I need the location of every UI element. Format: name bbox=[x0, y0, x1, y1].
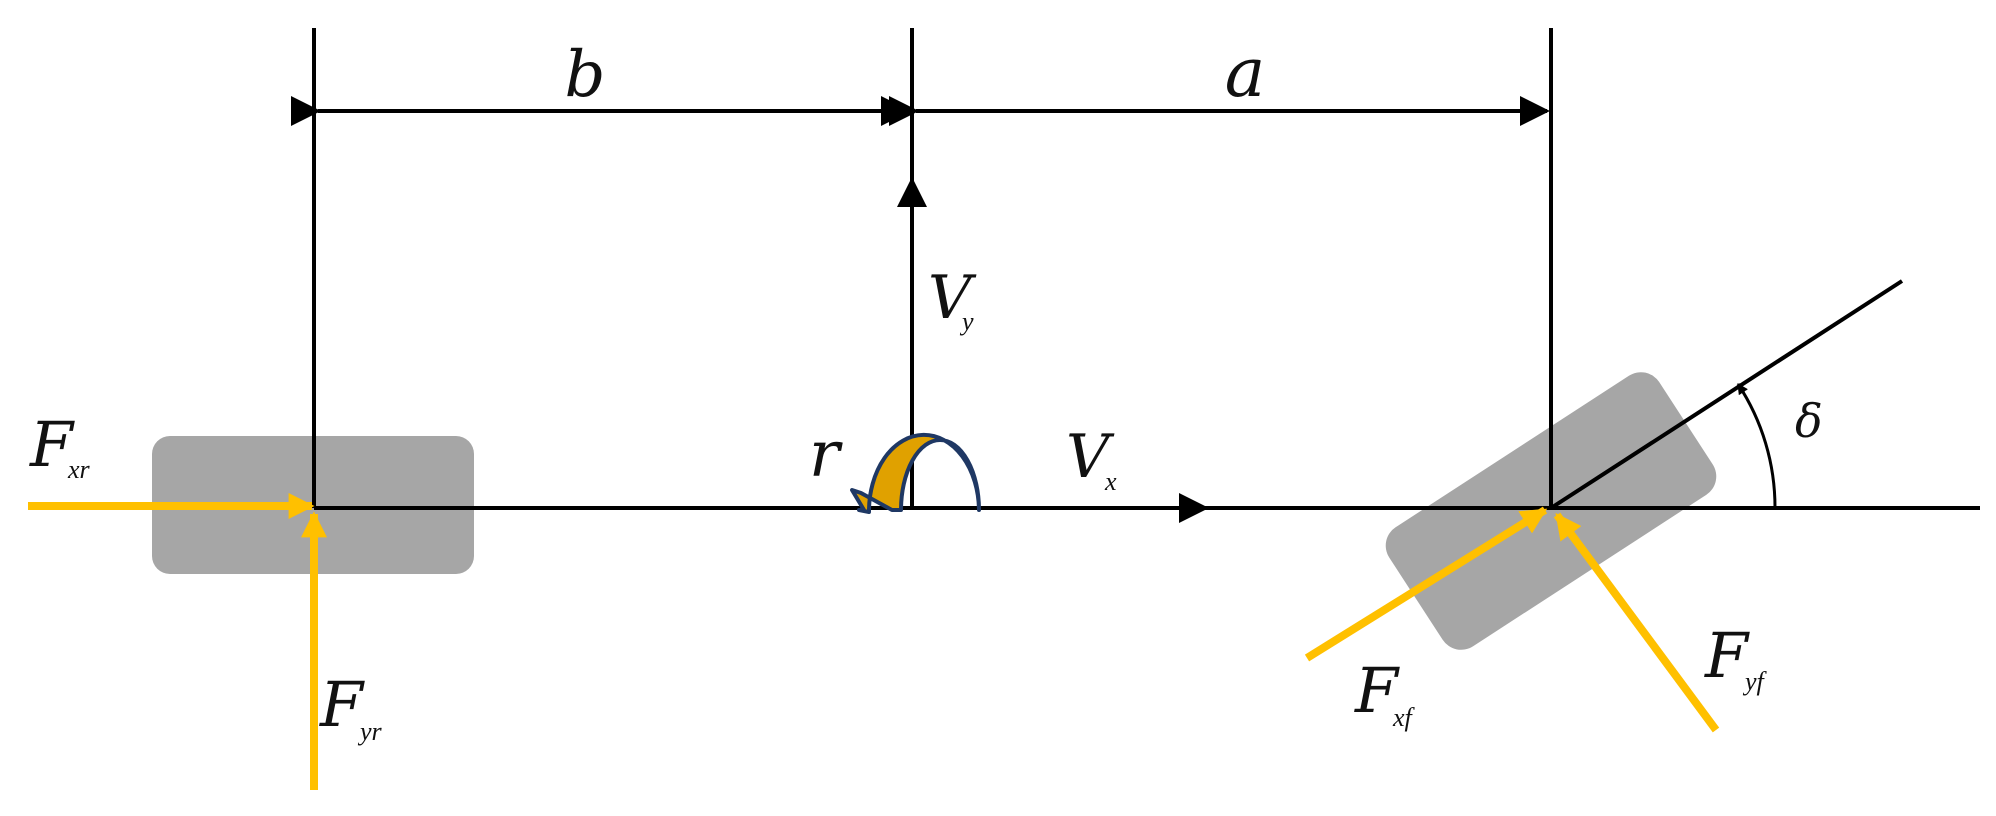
steering-angle-arc bbox=[1736, 383, 1777, 509]
svg-text:V: V bbox=[928, 263, 977, 333]
svg-text:yf: yf bbox=[1742, 667, 1768, 696]
front-lateral-force-arrow bbox=[1553, 512, 1720, 733]
label-yaw-rate: r bbox=[809, 418, 843, 492]
svg-text:xr: xr bbox=[67, 455, 91, 484]
svg-text:yr: yr bbox=[357, 717, 383, 746]
svg-text:F: F bbox=[319, 668, 365, 741]
svg-text:y: y bbox=[959, 307, 974, 336]
label-vy: V y bbox=[928, 263, 977, 336]
svg-text:F: F bbox=[1354, 654, 1400, 727]
yaw-rate-arrow bbox=[850, 432, 981, 514]
svg-text:F: F bbox=[29, 408, 75, 481]
svg-text:F: F bbox=[1704, 619, 1750, 692]
label-fyr: F yr bbox=[319, 668, 383, 746]
front-wheel-heading-line bbox=[1549, 279, 1904, 510]
label-b: b bbox=[565, 38, 606, 112]
label-delta: δ bbox=[1795, 394, 1823, 448]
label-fxf: F xf bbox=[1354, 654, 1416, 732]
label-fxr: F xr bbox=[29, 408, 91, 484]
label-fyf: F yf bbox=[1704, 619, 1768, 696]
svg-text:xf: xf bbox=[1392, 703, 1416, 732]
svg-text:V: V bbox=[1066, 422, 1115, 492]
label-a: a bbox=[1225, 34, 1266, 113]
front-longitudinal-force-arrow bbox=[1304, 506, 1548, 662]
svg-text:x: x bbox=[1104, 467, 1117, 496]
front-tire bbox=[1385, 372, 1717, 650]
label-vx: V x bbox=[1066, 422, 1117, 496]
